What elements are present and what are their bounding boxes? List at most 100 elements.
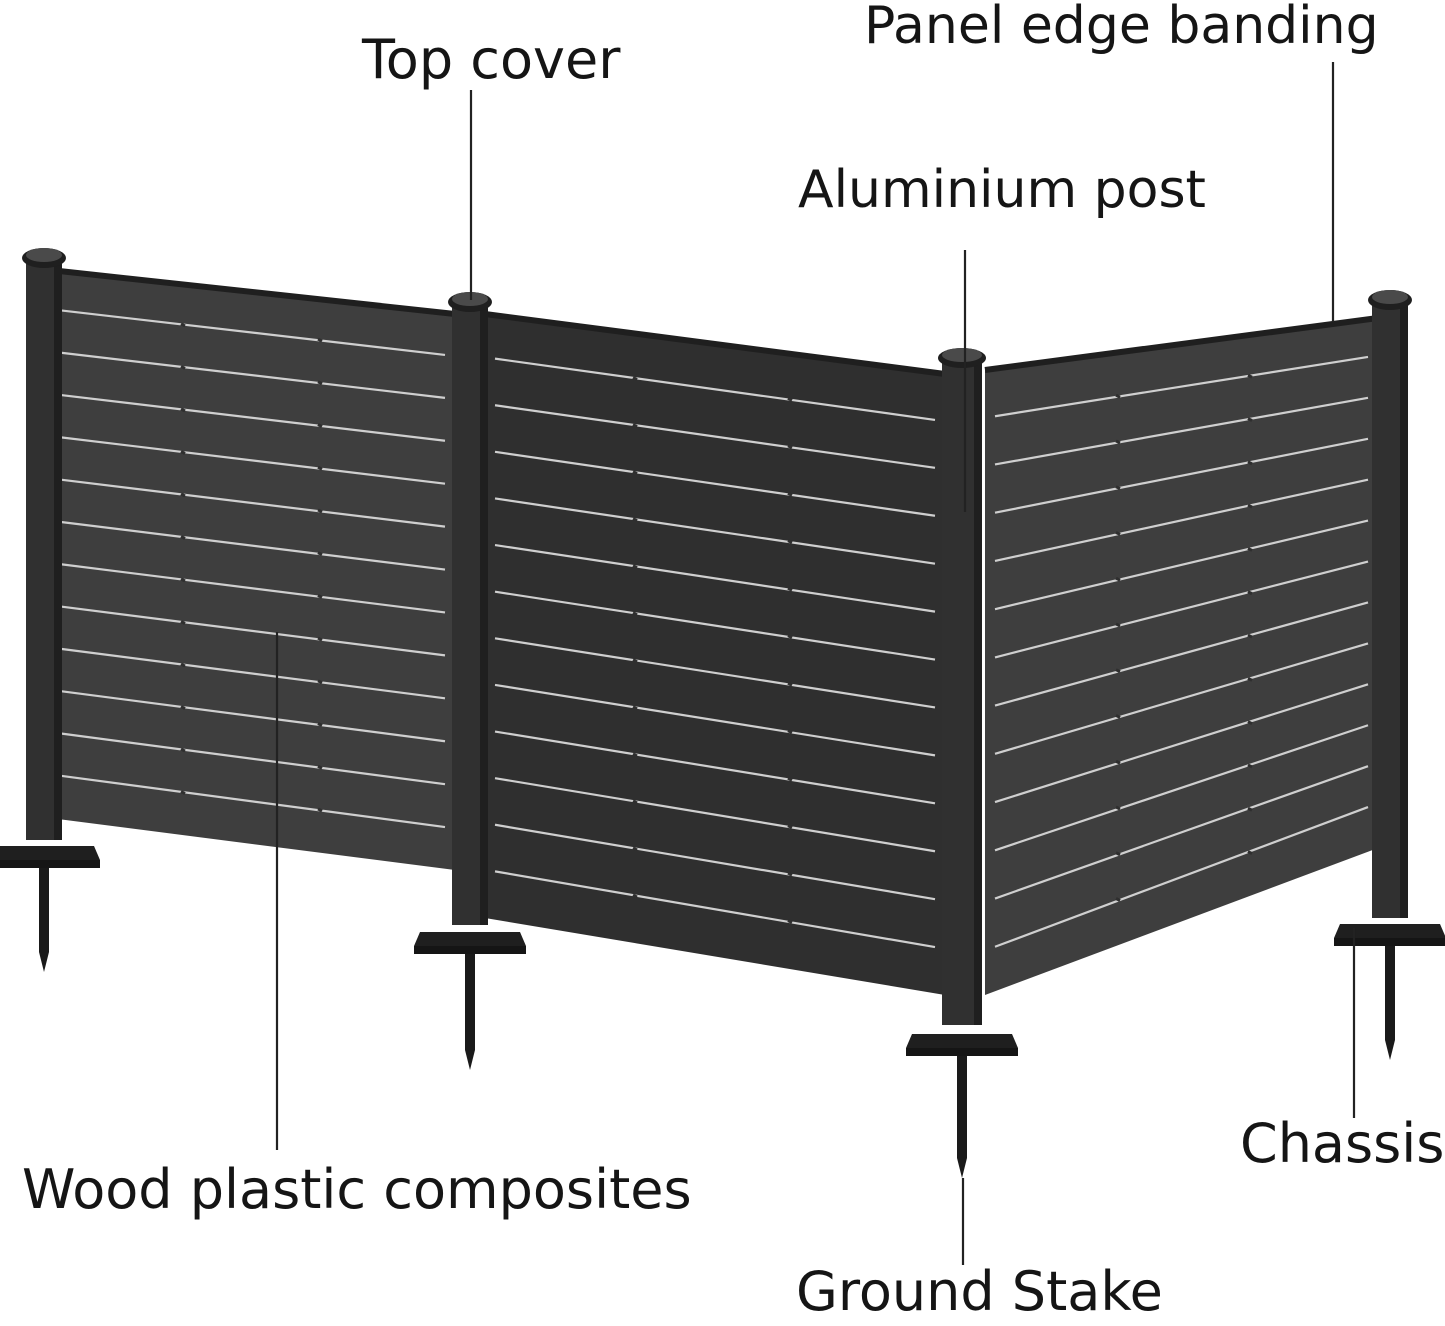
label-panel-edge-banding: Panel edge banding bbox=[864, 0, 1379, 56]
slat-joint bbox=[1247, 460, 1253, 466]
slat-joint bbox=[632, 470, 638, 476]
slat-joint bbox=[632, 658, 638, 664]
top-cover-cap-highlight bbox=[942, 348, 982, 362]
panel-3-edge-banding bbox=[984, 315, 1379, 373]
label-ground-stake: Ground Stake bbox=[796, 1260, 1163, 1323]
aluminium-post-shade bbox=[1400, 300, 1408, 918]
top-cover-cap-highlight bbox=[26, 248, 62, 262]
slat-joint bbox=[1115, 439, 1121, 445]
chassis-plate bbox=[0, 846, 100, 860]
slat-joint bbox=[1115, 714, 1121, 719]
slat-joint bbox=[1115, 393, 1121, 399]
chassis-plate-edge bbox=[0, 860, 100, 868]
slat-gap bbox=[494, 450, 936, 517]
label-top-cover: Top cover bbox=[362, 28, 621, 91]
slat-joint bbox=[1247, 373, 1253, 379]
slat-joint bbox=[632, 376, 638, 381]
slat-joint bbox=[317, 636, 323, 642]
slat-gap bbox=[59, 436, 446, 485]
aluminium-post-shade bbox=[480, 302, 488, 925]
chassis-plate-edge bbox=[1334, 938, 1445, 946]
label-wood-plastic-composites: Wood plastic composites bbox=[22, 1158, 692, 1221]
leader-lines bbox=[275, 62, 1356, 1265]
ground-stake bbox=[39, 868, 49, 972]
panel-2-edge-banding bbox=[484, 311, 946, 377]
slat-gap bbox=[994, 724, 1369, 852]
slat-joint bbox=[632, 517, 638, 523]
slat-joint bbox=[632, 799, 638, 805]
slat-joint bbox=[180, 450, 186, 455]
slat-joint bbox=[317, 807, 323, 813]
chassis-plate bbox=[1334, 924, 1445, 938]
slat-joint bbox=[632, 705, 638, 711]
chassis-plate-edge bbox=[906, 1048, 1018, 1056]
chassis-plate-edge bbox=[414, 946, 526, 954]
slat-gap bbox=[494, 823, 936, 901]
slat-joint bbox=[1247, 417, 1253, 422]
post-2 bbox=[414, 292, 526, 1070]
slat-joint bbox=[1115, 576, 1121, 582]
slat-joint bbox=[180, 322, 186, 328]
slat-gap bbox=[994, 437, 1369, 514]
label-chassis: Chassis bbox=[1240, 1112, 1445, 1175]
panel-2-board bbox=[485, 312, 945, 995]
slat-gap bbox=[59, 520, 446, 571]
slat-joint bbox=[1247, 633, 1253, 639]
slat-gap bbox=[494, 777, 936, 853]
slat-joint bbox=[1247, 806, 1253, 812]
chassis-plate bbox=[906, 1034, 1018, 1048]
slat-joint bbox=[180, 492, 186, 498]
slat-joint bbox=[1115, 622, 1121, 628]
slat-gap bbox=[59, 563, 446, 614]
panel-1-board bbox=[50, 268, 455, 870]
slat-joint bbox=[1247, 503, 1253, 509]
slat-gap bbox=[494, 543, 936, 613]
slat-gap bbox=[994, 478, 1369, 562]
slat-joint bbox=[632, 752, 638, 758]
slat-joint bbox=[1115, 805, 1121, 811]
slat-joint bbox=[317, 508, 323, 514]
slat-joint bbox=[1247, 590, 1253, 596]
slat-joint bbox=[787, 444, 793, 450]
slat-joint bbox=[1115, 897, 1121, 902]
slat-gap bbox=[994, 396, 1369, 466]
slat-gap bbox=[59, 478, 446, 528]
slat-joint bbox=[787, 824, 793, 829]
slat-joint bbox=[180, 577, 186, 583]
aluminium-posts bbox=[0, 248, 1445, 1178]
slat-joint bbox=[632, 846, 638, 852]
top-cover-cap-highlight bbox=[1372, 290, 1408, 304]
slat-gap bbox=[994, 355, 1369, 418]
slat-joint bbox=[632, 564, 638, 570]
post-3 bbox=[906, 348, 1018, 1178]
slat-joint bbox=[317, 679, 323, 685]
slat-joint bbox=[1247, 720, 1253, 726]
post-4 bbox=[1334, 290, 1445, 1060]
slat-gap bbox=[494, 404, 936, 469]
slat-joint bbox=[317, 764, 323, 770]
slat-joint bbox=[317, 380, 323, 386]
slat-gap bbox=[994, 683, 1369, 804]
slat-joint bbox=[180, 747, 186, 753]
panel-2 bbox=[484, 311, 946, 995]
chassis-plate bbox=[414, 932, 526, 946]
slat-joint bbox=[317, 722, 323, 727]
slat-joint bbox=[632, 423, 638, 428]
ground-stake bbox=[465, 954, 475, 1070]
slat-joint bbox=[180, 535, 186, 540]
slat-gap bbox=[494, 730, 936, 805]
slat-joint bbox=[1115, 531, 1121, 536]
ground-stake bbox=[957, 1056, 967, 1178]
slat-gap bbox=[994, 601, 1369, 707]
slat-joint bbox=[787, 871, 793, 877]
fence-panels bbox=[49, 267, 1379, 995]
slat-joint bbox=[1247, 677, 1253, 682]
slat-gap bbox=[494, 590, 936, 661]
slat-gap bbox=[59, 393, 446, 442]
slat-joint bbox=[787, 396, 793, 402]
slat-joint bbox=[787, 491, 793, 497]
slat-joint bbox=[632, 611, 638, 617]
slat-gap bbox=[994, 806, 1369, 948]
label-aluminium-post: Aluminium post bbox=[798, 160, 1206, 220]
